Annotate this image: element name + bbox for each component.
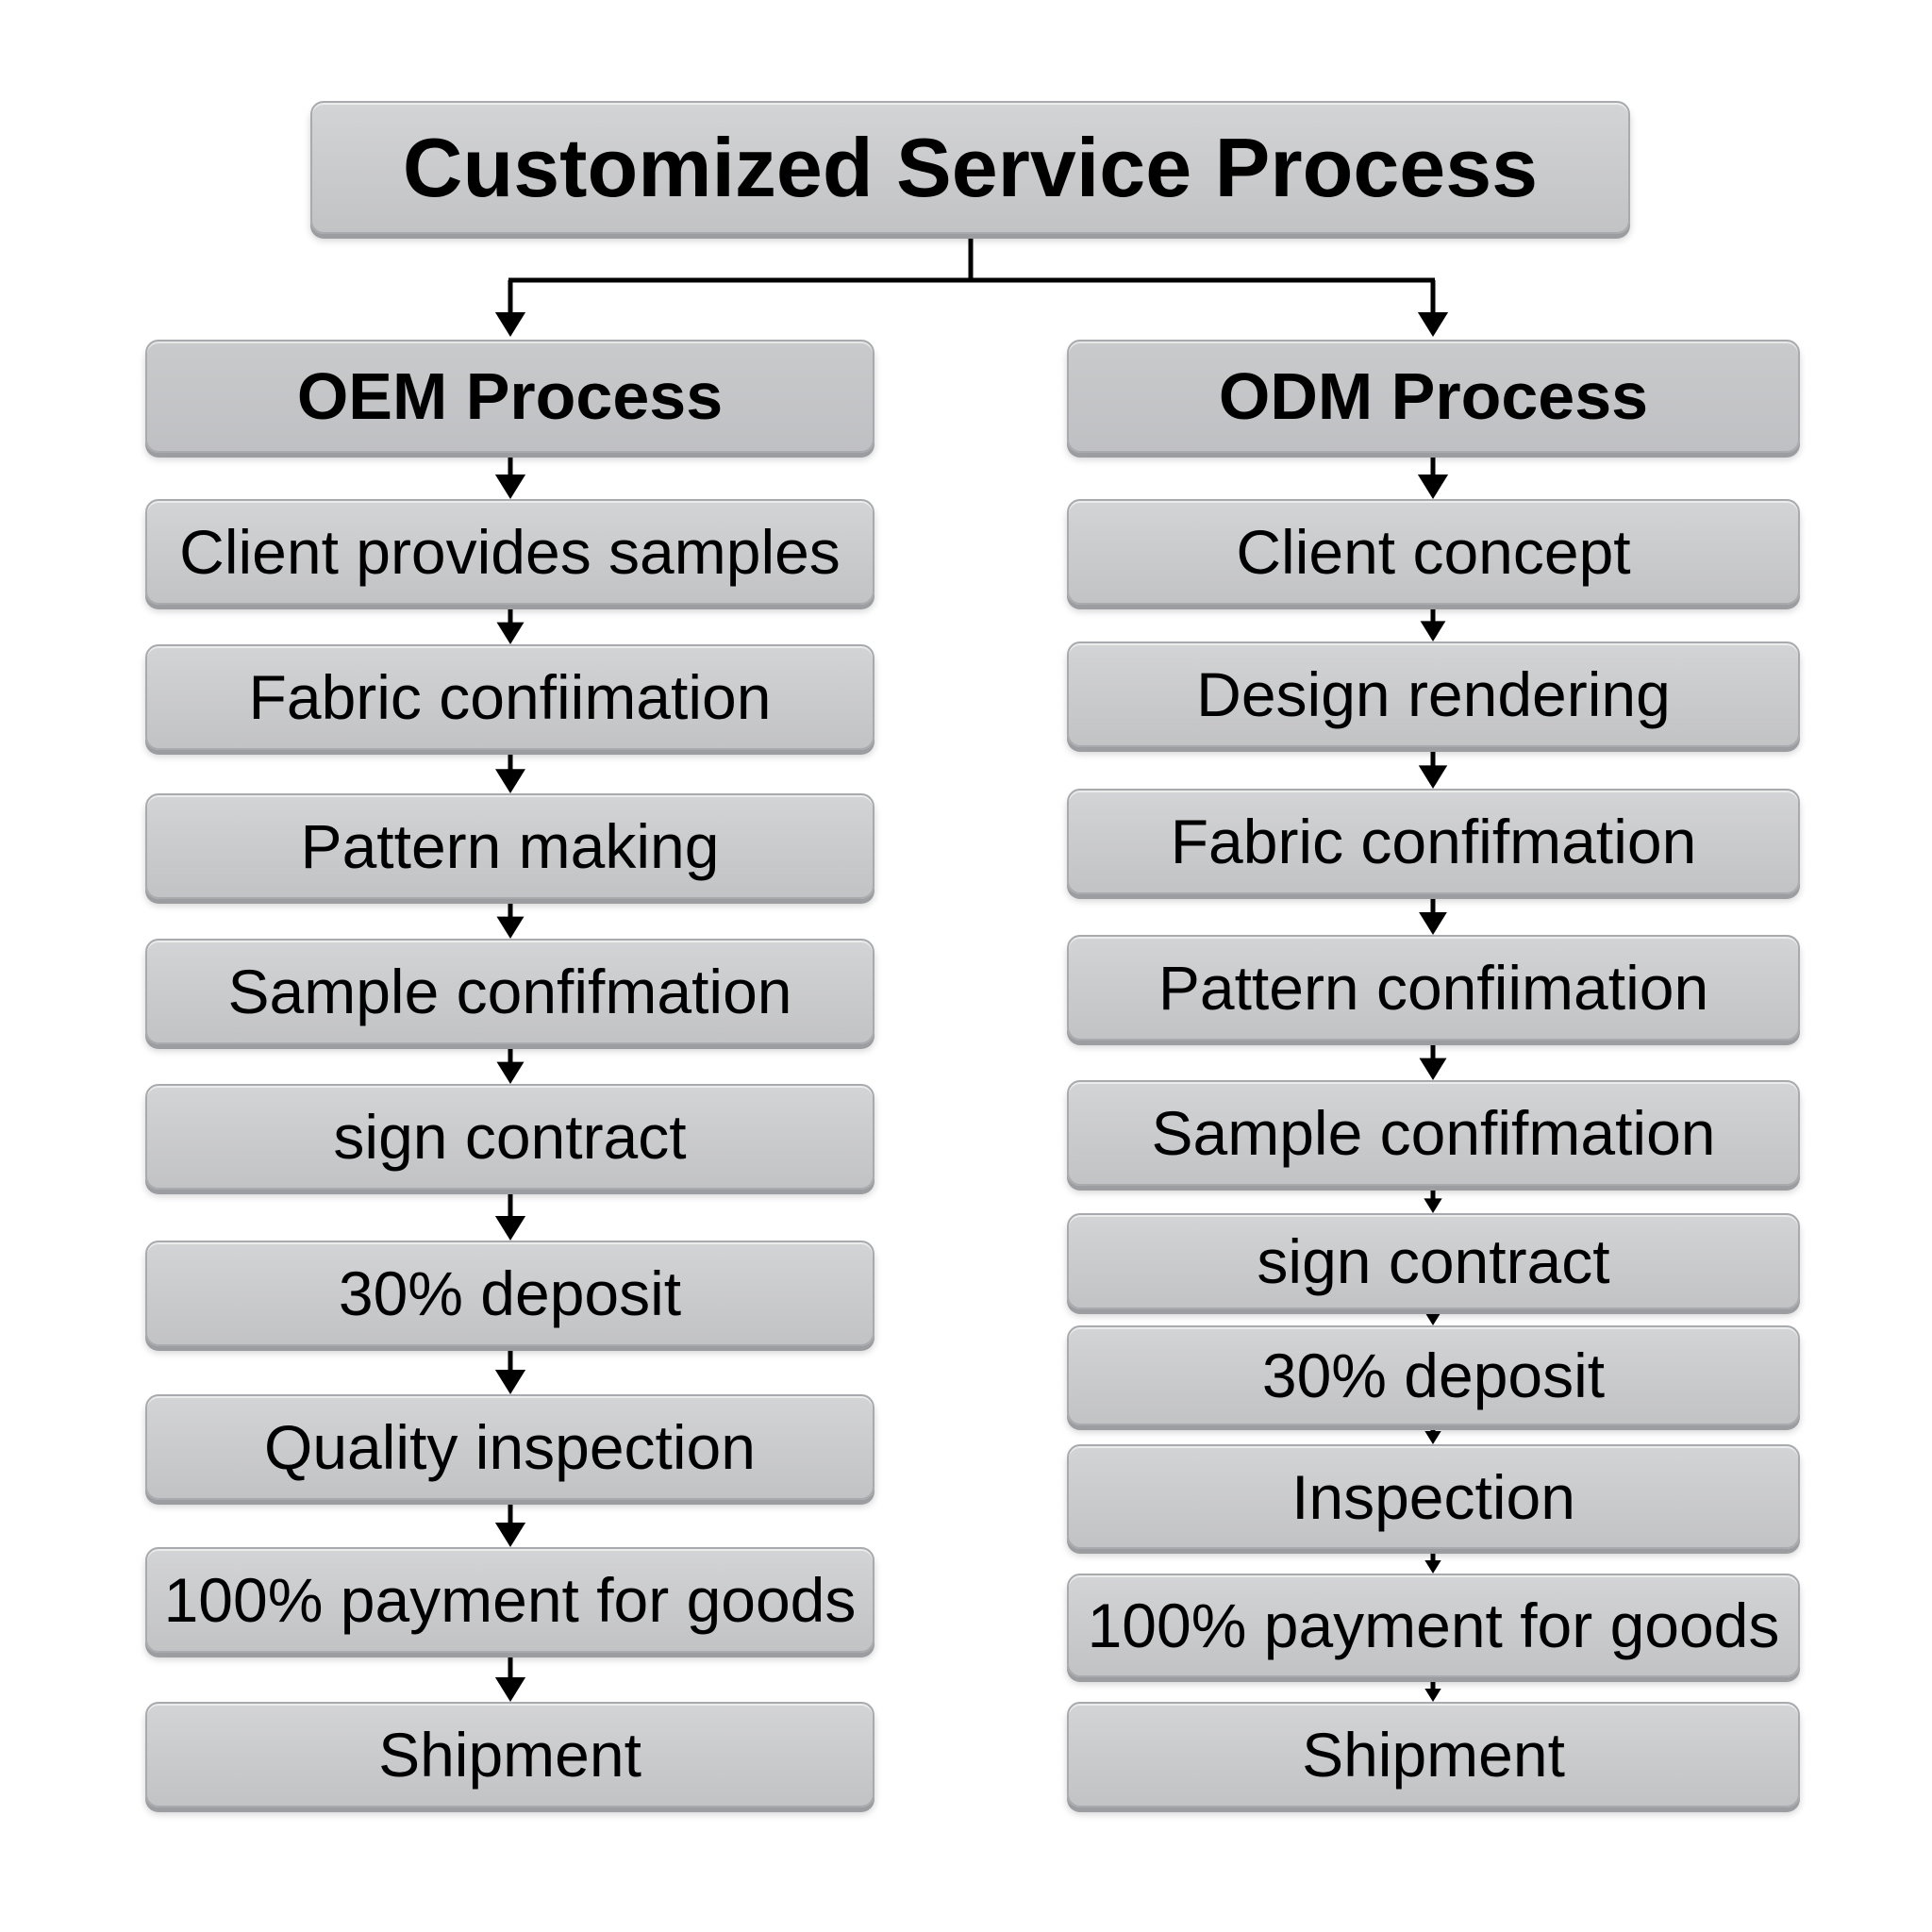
arrow-down-icon <box>1424 1560 1441 1574</box>
odm-step: Design rendering <box>1067 641 1800 747</box>
arrow-down-icon <box>1419 912 1447 935</box>
arrow-down-icon <box>1424 1689 1441 1702</box>
oem-step: sign contract <box>145 1084 874 1190</box>
odm-step: Shipment <box>1067 1702 1800 1807</box>
odm-step: Inspection <box>1067 1444 1800 1549</box>
arrow-down-icon <box>1417 475 1449 499</box>
oem-step: Pattern making <box>145 793 874 899</box>
arrow-down-icon <box>494 1370 526 1394</box>
oem-step: 100% payment for goods <box>145 1547 874 1653</box>
arrow-down-icon <box>1419 1058 1447 1080</box>
arrow-down-icon <box>496 916 525 939</box>
odm-step: Pattern confiimation <box>1067 935 1800 1041</box>
arrow-down-icon <box>1418 765 1448 789</box>
oem-step: Quality inspection <box>145 1394 874 1500</box>
oem-step: Fabric confiimation <box>145 644 874 750</box>
arrow-down-icon <box>494 312 526 337</box>
arrow-down-icon <box>1424 1431 1441 1444</box>
arrow-down-icon <box>1424 1198 1442 1213</box>
oem-step: 30% deposit <box>145 1241 874 1346</box>
odm-step: sign contract <box>1067 1213 1800 1309</box>
arrow-down-icon <box>494 1216 526 1241</box>
oem-step: Client provides samples <box>145 499 874 605</box>
arrow-down-icon <box>1417 312 1449 337</box>
odm-process-header: ODM Process <box>1067 340 1800 453</box>
arrow-down-icon <box>494 1677 526 1702</box>
odm-step: Client concept <box>1067 499 1800 605</box>
connector-lines <box>494 236 1449 1702</box>
arrow-down-icon <box>1424 1312 1441 1325</box>
oem-process-header: OEM Process <box>145 340 874 453</box>
arrow-down-icon <box>494 475 526 499</box>
arrow-down-icon <box>496 622 525 644</box>
odm-step: 30% deposit <box>1067 1325 1800 1425</box>
arrow-down-icon <box>1420 621 1446 641</box>
arrow-down-icon <box>495 769 525 793</box>
odm-step: 100% payment for goods <box>1067 1574 1800 1677</box>
arrow-down-icon <box>496 1061 525 1084</box>
arrow-down-icon <box>494 1523 526 1547</box>
oem-step: Shipment <box>145 1702 874 1807</box>
odm-step: Sample confifmation <box>1067 1080 1800 1186</box>
oem-step: Sample confifmation <box>145 939 874 1044</box>
diagram-title: Customized Service Process <box>310 101 1630 234</box>
odm-step: Fabric confifmation <box>1067 789 1800 894</box>
